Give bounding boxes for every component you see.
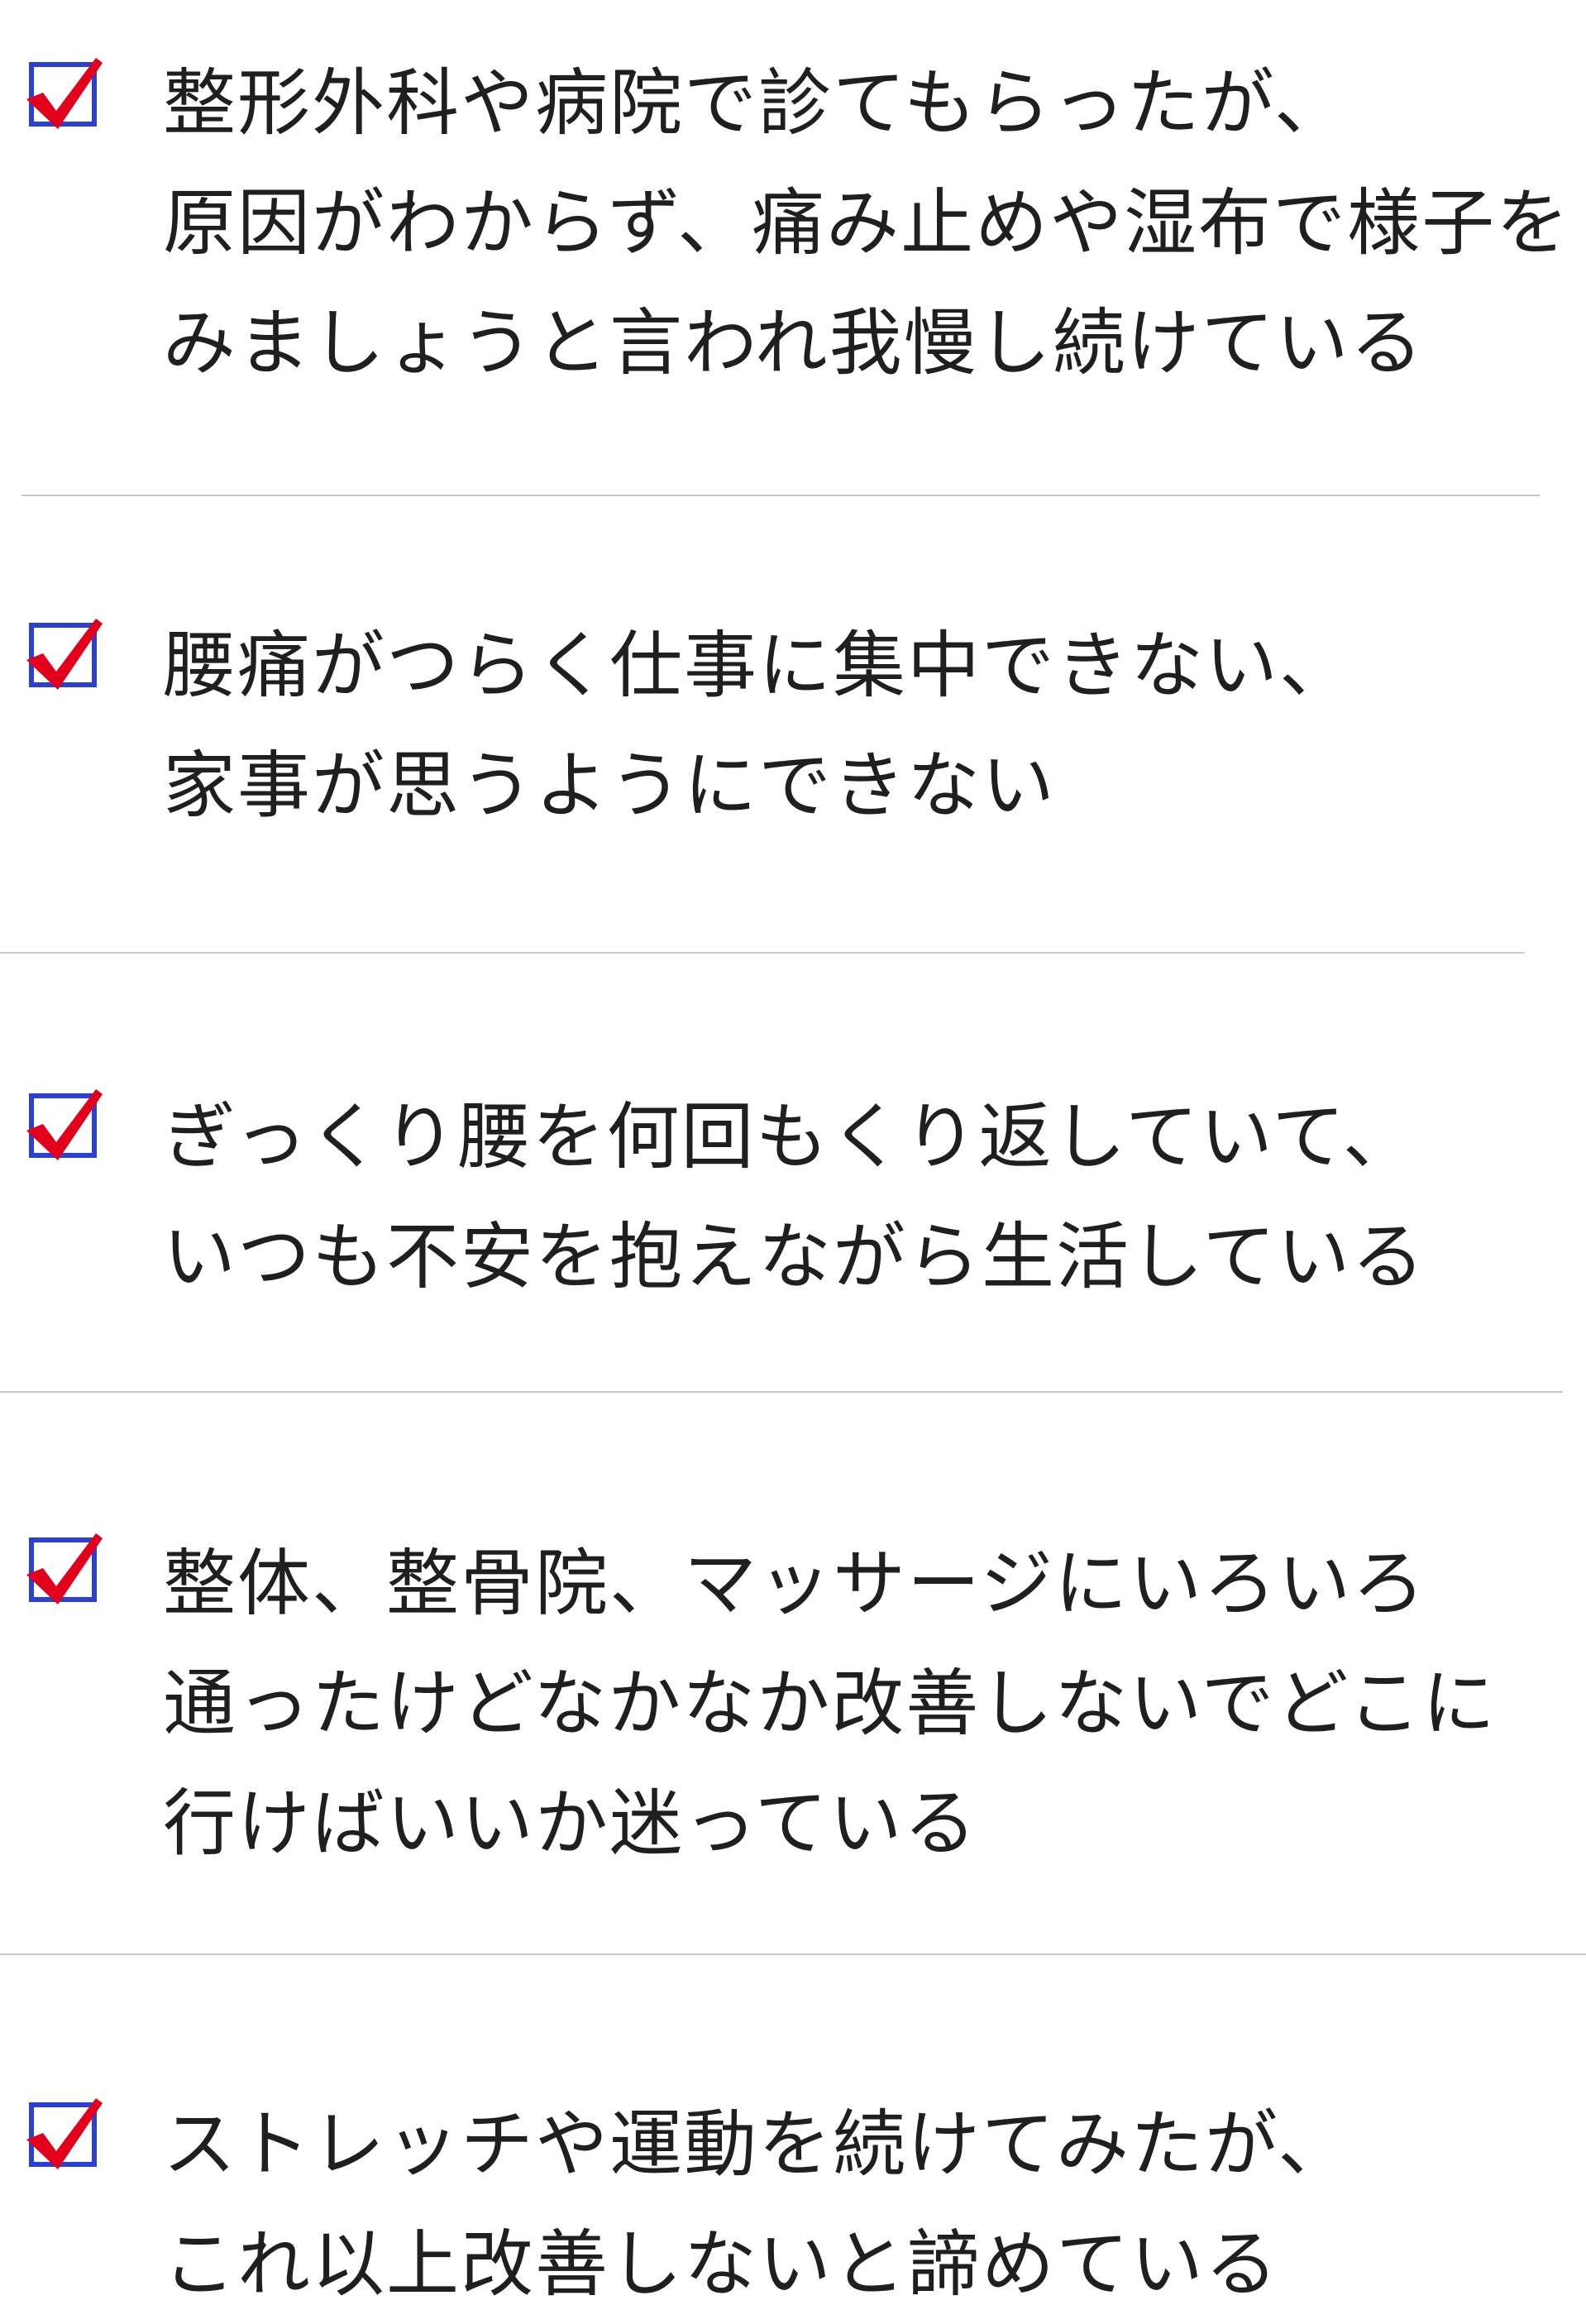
checked-box-icon <box>25 617 103 695</box>
item-text-line: 行けばいいか迷っている <box>163 1781 978 1866</box>
item-text-line: みましょうと言われ我慢し続けている <box>163 300 1425 385</box>
divider <box>0 952 1525 954</box>
item-text-line: ぎっくり腰を何回もくり返していて、 <box>163 1094 1417 1179</box>
divider <box>21 495 1540 496</box>
checklist-item-text: ぎっくり腰を何回もくり返していて、 いつも不安を抱えながら生活している <box>163 1077 1426 1317</box>
checked-box-icon <box>25 1532 103 1609</box>
checklist-item-text: 腰痛がつらく仕事に集中できない、 家事が思うようにできない <box>163 605 1354 845</box>
item-text-line: ストレッチや運動を続けてみたが、 <box>163 2102 1353 2187</box>
checklist-item-text: 整体、整骨院、マッサージにいろいろ 通ったけどなかなか改善しないでどこに 行けば… <box>163 1523 1497 1883</box>
item-text-line: 腰痛がつらく仕事に集中できない、 <box>163 623 1354 708</box>
checked-box-icon <box>25 56 103 134</box>
item-text-line: これ以上改善しないと諦めている <box>163 2221 1280 2307</box>
checked-box-icon <box>25 2097 103 2174</box>
item-text-line: 整体、整骨院、マッサージにいろいろ <box>163 1541 1427 1626</box>
item-text-line: 整形外科や病院で診てもらったが、 <box>163 60 1349 146</box>
item-text-line: 通ったけどなかなか改善しないでどこに <box>163 1661 1497 1746</box>
item-text-line: いつも不安を抱えながら生活している <box>163 1214 1426 1299</box>
checked-box-icon <box>25 1088 103 1165</box>
item-text-line: 家事が思うようにできない <box>163 743 1057 828</box>
checklist-item-text: 整形外科や病院で診てもらったが、 原因がわからず、痛み止めや湿布で様子を みまし… <box>163 43 1570 403</box>
item-text-line: 原因がわからず、痛み止めや湿布で様子を <box>163 180 1571 265</box>
divider <box>0 1953 1586 1955</box>
checklist-item-text: ストレッチや運動を続けてみたが、 これ以上改善しないと諦めている <box>163 2084 1352 2324</box>
divider <box>0 1391 1563 1393</box>
